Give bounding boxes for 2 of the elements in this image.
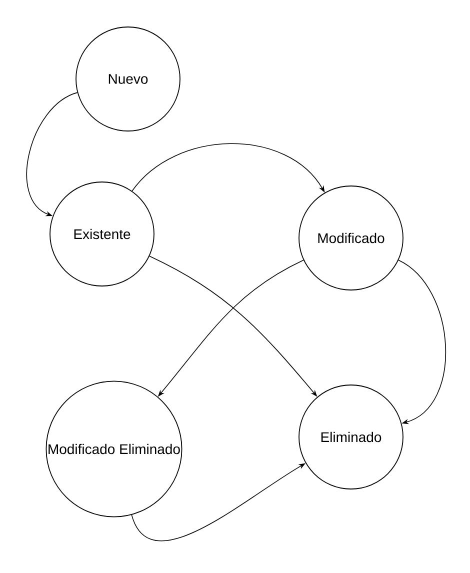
arrow [398,260,446,424]
arrow [26,92,78,216]
